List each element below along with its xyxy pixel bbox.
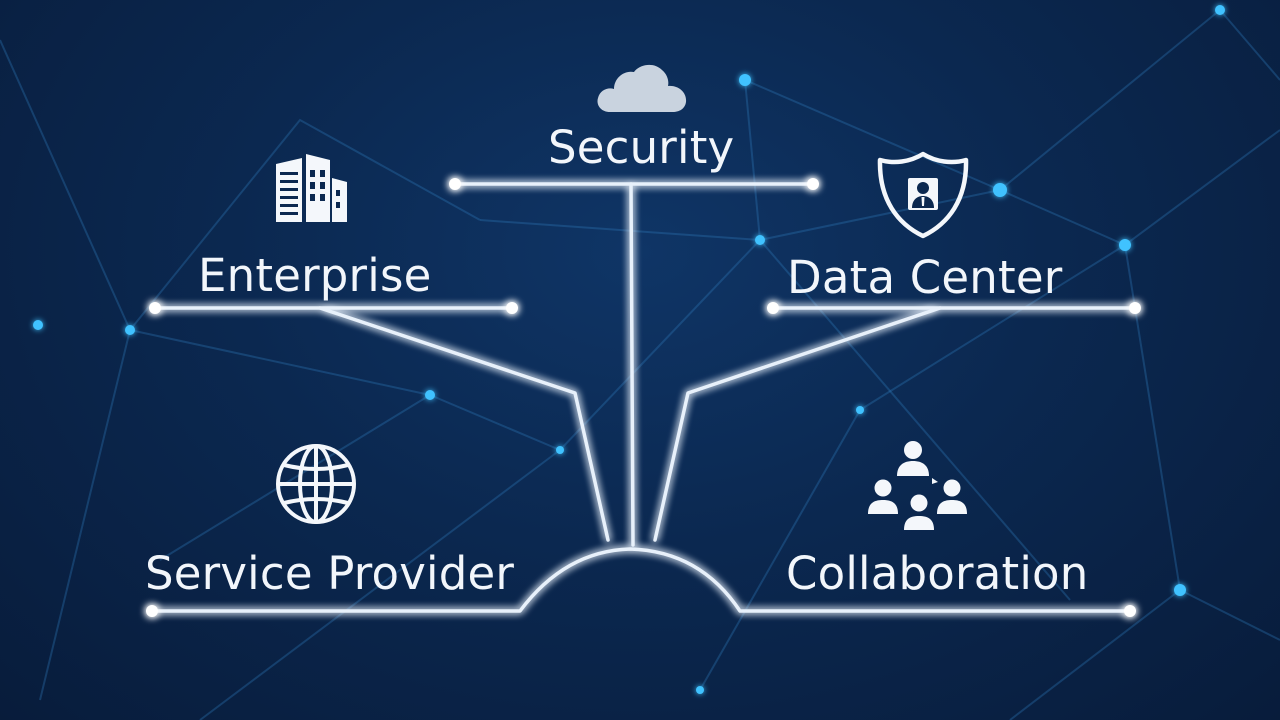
endpoint-dot <box>146 605 158 617</box>
data-center-label: Data Center <box>787 251 1063 304</box>
security-label: Security <box>548 121 735 174</box>
shield-user-icon <box>877 151 969 239</box>
collaboration-label: Collaboration <box>786 547 1089 600</box>
branch-left <box>318 306 610 542</box>
endpoint-dot <box>767 302 779 314</box>
branch-right <box>653 306 942 542</box>
team-icon <box>868 441 967 530</box>
endpoint-dot <box>506 302 518 314</box>
endpoint-dot <box>807 178 819 190</box>
service-provider-label: Service Provider <box>145 547 515 600</box>
endpoint-dot <box>149 302 161 314</box>
endpoint-dot <box>1129 302 1141 314</box>
building-icon <box>276 154 347 222</box>
trunk-center <box>629 182 635 547</box>
enterprise-label: Enterprise <box>198 249 432 302</box>
globe-icon <box>276 444 356 524</box>
service-provider-baseline <box>150 547 1132 613</box>
endpoint-dot <box>1124 605 1136 617</box>
cloud-icon <box>597 64 687 112</box>
endpoint-dot <box>449 178 461 190</box>
